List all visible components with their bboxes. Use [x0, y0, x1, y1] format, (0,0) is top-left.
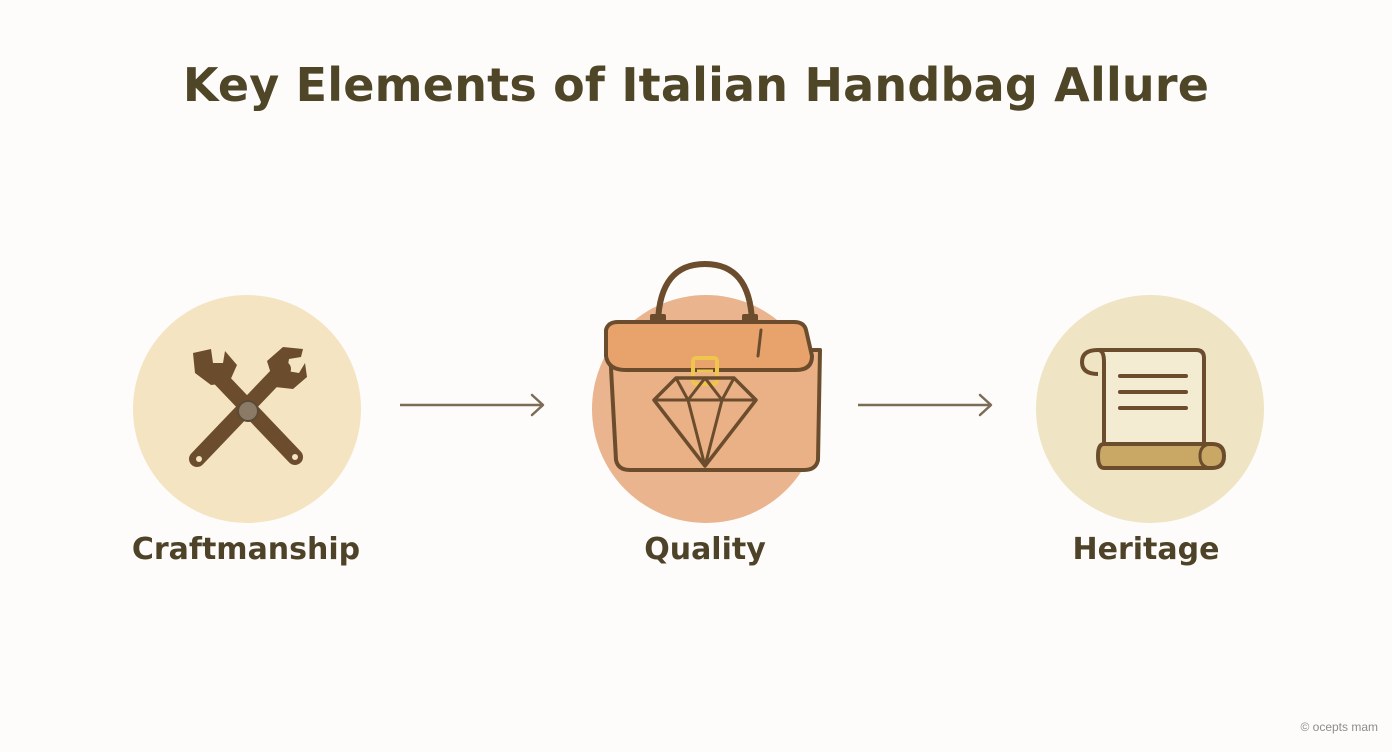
arrow-quality-to-heritage: [858, 393, 993, 417]
node-label-heritage: Heritage: [1072, 532, 1220, 567]
crossed-wrenches-icon: [189, 347, 307, 467]
node-label-craftmanship: Craftmanship: [131, 532, 361, 567]
diagram-title: Key Elements of Italian Handbag Allure: [182, 58, 1210, 112]
watermark-text: © ocepts mam: [1300, 720, 1378, 734]
arrow-craftmanship-to-quality: [400, 393, 545, 417]
node-label-quality: Quality: [644, 532, 766, 567]
scroll-document-icon: [1080, 348, 1226, 470]
handbag-diamond-icon: [604, 260, 822, 472]
